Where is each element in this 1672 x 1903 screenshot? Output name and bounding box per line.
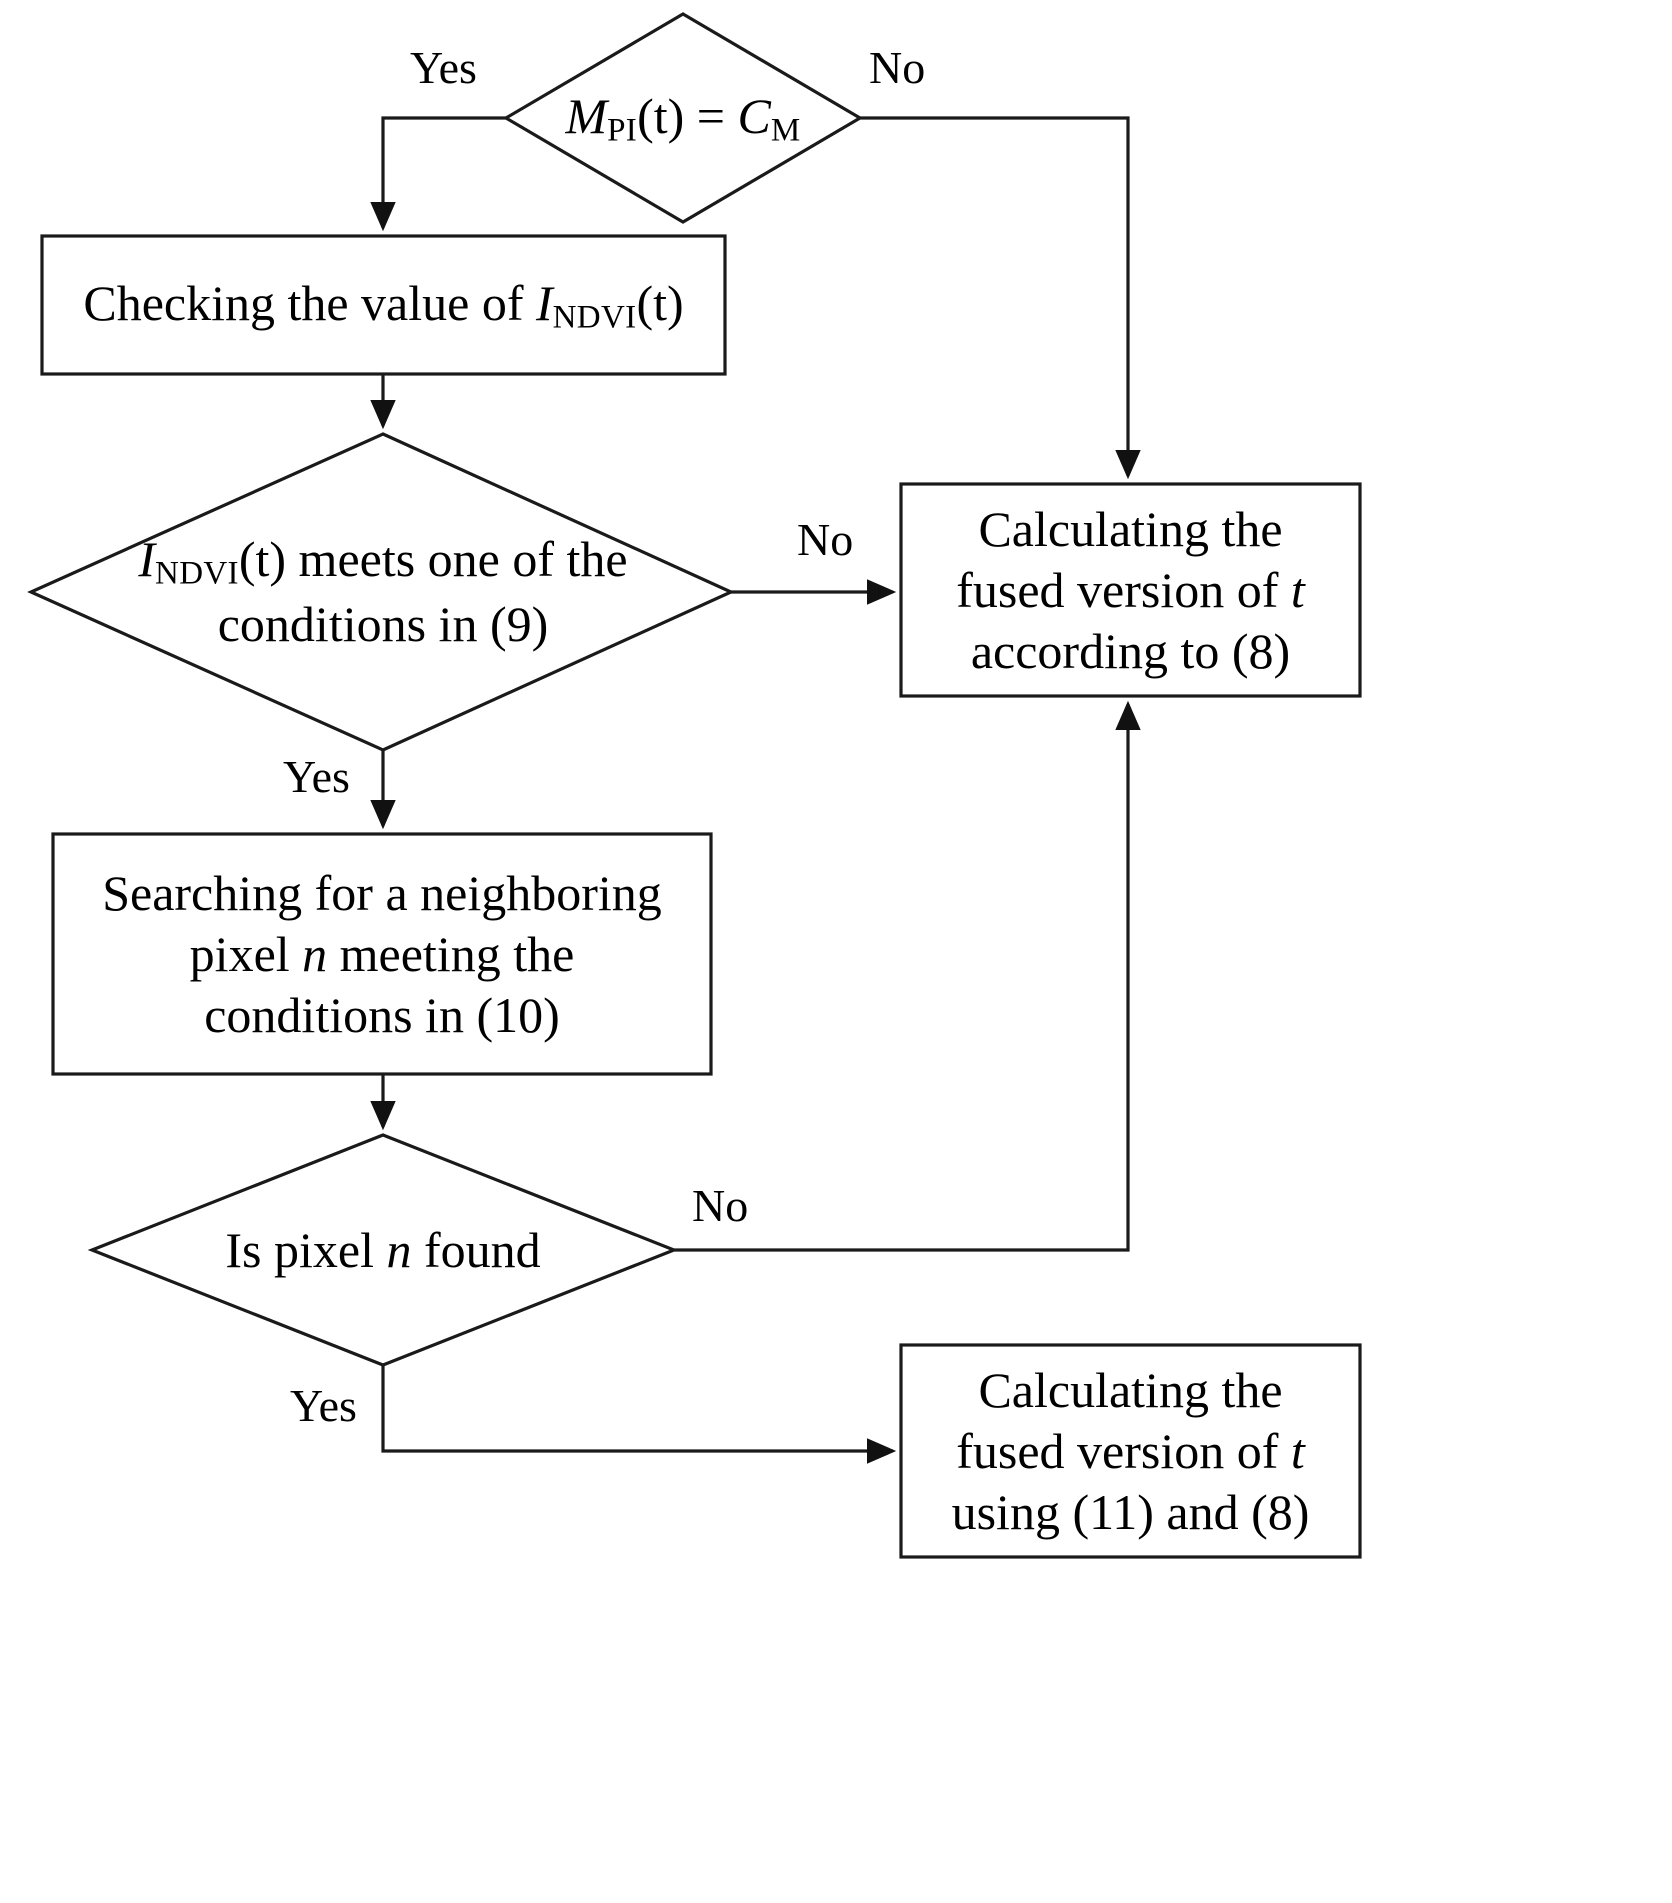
process-node-fused8-shape xyxy=(899,482,1362,698)
decision-node-conditions9-shape xyxy=(27,432,735,752)
edge-label-d1-no: No xyxy=(869,42,926,93)
decision-node-mpi-shape xyxy=(502,12,864,224)
edge-label-d2-no: No xyxy=(797,514,854,565)
edge-d1-no-to-fused8 xyxy=(860,116,1141,480)
edge-label-d3-no: No xyxy=(692,1180,749,1231)
process-node-searching-shape xyxy=(51,832,713,1076)
edge-label-d3-yes: Yes xyxy=(290,1380,357,1431)
edge-label-d2-yes: Yes xyxy=(283,751,350,802)
edge-pixelfound-yes-to-fused11 xyxy=(381,1365,897,1464)
process-node-checking-shape xyxy=(40,234,727,376)
edge-label-d1-yes: Yes xyxy=(410,42,477,93)
decision-node-pixelfound-shape xyxy=(87,1133,679,1367)
edge-d1-yes-to-checking xyxy=(370,116,506,232)
process-node-fused11-shape xyxy=(899,1343,1362,1559)
edge-pixelfound-no-to-fused8 xyxy=(674,700,1141,1252)
